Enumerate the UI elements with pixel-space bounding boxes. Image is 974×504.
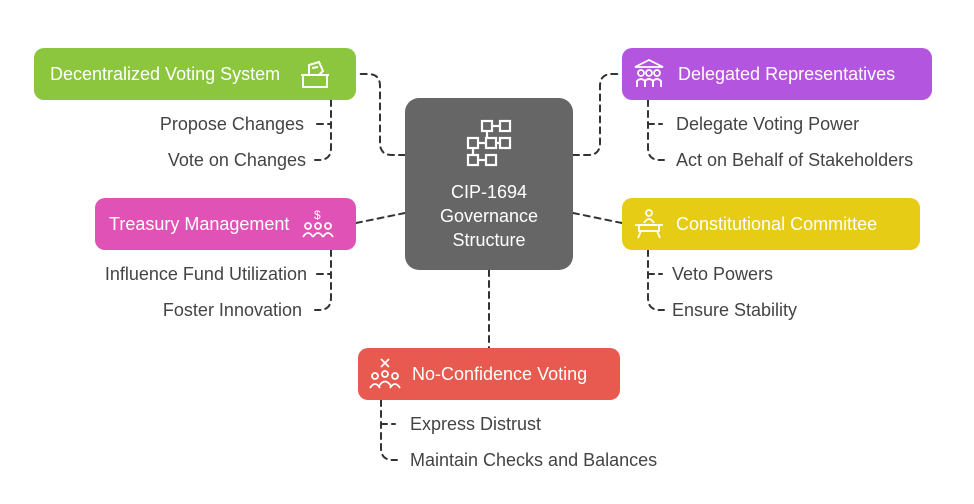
connector-noconfidence-items [380,399,398,461]
money-people-icon: $ [302,208,335,238]
item-veto-powers: Veto Powers [672,264,774,284]
connector-center-delegated [572,73,623,156]
blockchain-network-icon [466,119,512,167]
connector-center-treasury [355,212,406,224]
connector-delegated-items [647,99,665,161]
node-delegated-representatives: Delegated Representatives [622,48,932,100]
item-vote-on-changes: Vote on Changes [167,150,306,170]
node-no-confidence-voting: No-Confidence Voting [358,348,620,400]
node-decentralized-voting: Decentralized Voting System [34,48,356,100]
item-delegate-voting-power: Delegate Voting Power [676,114,860,134]
node-label: Decentralized Voting System [50,63,281,84]
node-label: No-Confidence Voting [412,363,588,384]
center-title: CIP-1694 Governance Structure [439,182,539,250]
node-treasury-management: Treasury Management $ [95,198,356,250]
node-label: Constitutional Committee [676,213,878,234]
svg-text:$: $ [314,208,321,222]
item-maintain-checks: Maintain Checks and Balances [410,450,658,470]
item-act-on-behalf: Act on Behalf of Stakeholders [676,150,914,170]
center-node: CIP-1694 Governance Structure [405,98,573,270]
committee-podium-icon [635,209,663,239]
group-representatives-icon [634,58,664,87]
ballot-box-icon [301,60,330,88]
reject-group-icon [369,358,401,389]
connector-decentralized-items [314,99,332,161]
node-constitutional-committee: Constitutional Committee [622,198,920,250]
item-express-distrust: Express Distrust [410,414,542,434]
connector-treasury-items [314,249,332,311]
item-foster-innovation: Foster Innovation [162,300,302,320]
node-label: Treasury Management [109,213,290,234]
connector-center-decentralized [356,73,406,156]
item-propose-changes: Propose Changes [159,114,304,134]
connector-constitutional-items [647,249,665,311]
connector-center-constitutional [572,212,623,224]
node-label: Delegated Representatives [678,63,896,84]
item-influence-fund: Influence Fund Utilization [104,264,307,284]
item-ensure-stability: Ensure Stability [672,300,798,320]
